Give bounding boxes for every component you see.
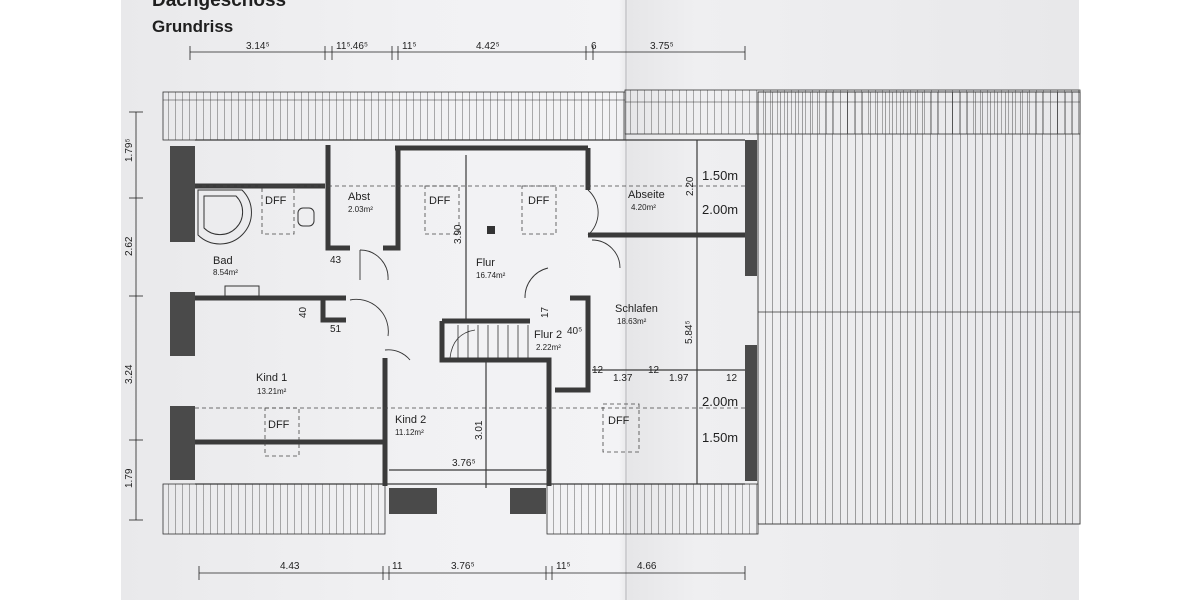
- room-area-abseite: 4.20m²: [631, 203, 656, 212]
- room-name-schlafen: Schlafen: [615, 303, 658, 315]
- room-area-schlafen: 18.63m²: [617, 317, 647, 326]
- dim-inner-137: 1.37: [613, 373, 633, 384]
- room-name-kind1: Kind 1: [256, 372, 287, 384]
- room-name-bad: Bad: [213, 255, 233, 267]
- dim-inner-12a: 12: [592, 365, 604, 376]
- dim-top-4: 11⁵: [402, 41, 417, 52]
- skylight-outlines: [195, 185, 745, 457]
- room-area-flur2: 2.22m²: [536, 343, 561, 352]
- roof-hatch-bottom-right: [546, 483, 759, 535]
- drawing-title: Dachgeschoss: [152, 0, 286, 11]
- toilet: [297, 207, 315, 227]
- room-name-flur2: Flur 2: [534, 329, 562, 341]
- skylight-label: DFF: [268, 419, 290, 431]
- dim-top-2: 11⁵: [336, 41, 351, 52]
- dim-bottom-4: 11⁵: [556, 561, 571, 572]
- room-name-kind2: Kind 2: [395, 414, 426, 426]
- dim-inner-flur: 3.90: [453, 224, 464, 244]
- skylight-label: DFF: [265, 195, 287, 207]
- room-name-flur: Flur: [476, 257, 495, 269]
- height-mark-200-bottom: 2.00m: [702, 394, 738, 409]
- dim-top-6: 6: [591, 41, 597, 52]
- skylight-label: DFF: [528, 195, 550, 207]
- roof-hatch-bottom-left: [162, 483, 386, 535]
- dim-inner-abseite: 2.20: [685, 176, 696, 196]
- dim-bottom-3: 3.76⁵: [451, 561, 475, 572]
- washbasin: [224, 285, 260, 297]
- dim-bottom-5: 4.66: [637, 561, 657, 572]
- room-area-flur: 16.74m²: [476, 271, 506, 280]
- height-mark-150-top: 1.50m: [702, 168, 738, 183]
- dim-inner-43: 43: [330, 255, 342, 266]
- top-dimension-chain: [189, 46, 746, 60]
- room-name-abseite: Abseite: [628, 189, 665, 201]
- paper-fold: [625, 0, 627, 600]
- dim-top-1: 3.14⁵: [246, 41, 270, 52]
- dim-inner-51: 51: [330, 324, 342, 335]
- dim-inner-197: 1.97: [669, 373, 689, 384]
- dim-inner-40: 40: [298, 306, 309, 318]
- left-dimension-chain: [129, 111, 143, 521]
- dim-bottom-2: 11: [392, 561, 403, 572]
- height-mark-200-top: 2.00m: [702, 202, 738, 217]
- dim-left-3: 3.24: [124, 364, 135, 384]
- staircase: [449, 325, 529, 359]
- dim-inner-12b: 12: [648, 365, 660, 376]
- dim-left-2: 2.62: [124, 236, 135, 256]
- structural-blocks: [170, 140, 757, 514]
- roof-plane-right: [757, 91, 1081, 525]
- dim-inner-12c: 12: [726, 373, 738, 384]
- skylight-label: DFF: [608, 415, 630, 427]
- room-area-abst: 2.03m²: [348, 205, 373, 214]
- dim-left-1: 1.79⁵: [124, 138, 135, 162]
- dim-bottom-1: 4.43: [280, 561, 300, 572]
- dim-top-7: 3.75⁵: [650, 41, 674, 52]
- dim-top-5: 4.42⁵: [476, 41, 500, 52]
- drawing-subtitle: Grundriss: [152, 17, 233, 36]
- dim-top-3: .46⁵: [350, 41, 368, 52]
- room-area-kind1: 13.21m²: [257, 387, 287, 396]
- dim-inner-40-5: 40⁵: [567, 326, 582, 337]
- roof-hatch-top-left: [162, 91, 626, 141]
- skylight-label: DFF: [429, 195, 451, 207]
- bottom-dimension-chain: [198, 566, 746, 580]
- chimney-marker: [487, 226, 495, 234]
- dim-inner-schlafen: 5.84⁵: [684, 320, 695, 344]
- dim-inner-kind2-w: 3.76⁵: [452, 458, 476, 469]
- room-area-bad: 8.54m²: [213, 268, 238, 277]
- dim-inner-kind2-h: 3.01: [474, 420, 485, 440]
- room-area-kind2: 11.12m²: [395, 428, 424, 437]
- door-swings: [349, 189, 621, 361]
- room-name-abst: Abst: [348, 191, 370, 203]
- dim-left-4: 1.79: [124, 468, 135, 488]
- height-mark-150-bottom: 1.50m: [702, 430, 738, 445]
- dim-inner-17: 17: [540, 306, 551, 318]
- bathtub: [197, 189, 252, 245]
